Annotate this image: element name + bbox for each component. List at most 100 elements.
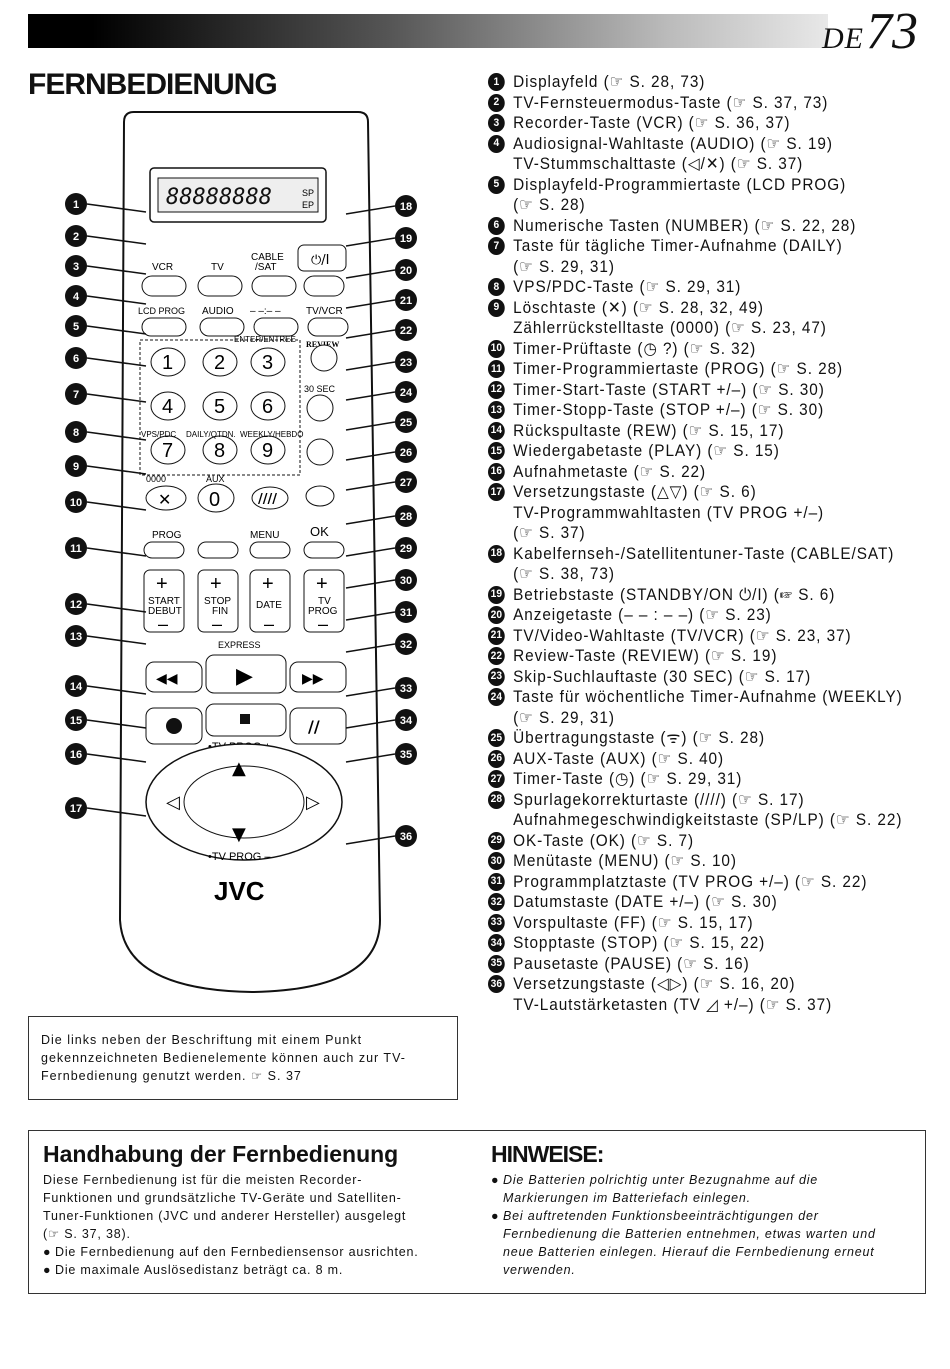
legend-item: 29 OK-Taste (OK) (☞ S. 7) [488, 831, 907, 852]
callout-leader [345, 643, 396, 653]
legend-number-badge: 27 [488, 770, 505, 788]
svg-text:+: + [156, 573, 168, 595]
number-key-label: 2 [214, 352, 225, 374]
svg-text:START: START [148, 596, 180, 607]
number-key[interactable] [250, 435, 286, 465]
callout-number: 3 [73, 261, 79, 273]
number-key-label: 7 [162, 440, 173, 462]
callout-leader [345, 421, 396, 431]
callout-leader [345, 237, 396, 247]
power-button [297, 244, 347, 272]
number-key[interactable] [150, 347, 186, 377]
callout-marker [65, 315, 87, 337]
legend-text: Wiedergabetaste (PLAY) (☞ S. 15) [513, 442, 780, 460]
notes-bullet: ● Die Batterien polrichtig unter Bezugna… [491, 1173, 819, 1205]
callout-leader [86, 357, 147, 367]
legend-text: Stopptaste (STOP) (☞ S. 15, 22) [513, 934, 766, 952]
callout-number: 2 [73, 231, 79, 243]
legend-text: VPS/PDC-Taste (☞ S. 29, 31) [513, 278, 742, 296]
legend-text: Aufnahmetaste (☞ S. 22) [513, 462, 707, 481]
callout-number: 28 [400, 511, 412, 523]
svg-text:•TV PROG –: •TV PROG – [208, 851, 271, 863]
legend-text: Skip-Suchlauftaste (30 SEC) (☞ S. 17) [513, 667, 812, 686]
callout-leader [86, 501, 147, 511]
legend-item: 22 Review-Taste (REVIEW) (☞ S. 19) [488, 646, 907, 667]
callout-leader [345, 481, 396, 491]
legend-text: (☞ S. 28) [513, 196, 586, 214]
legend-text: Kabelfernseh-/Satellitentuner-Taste (CAB… [513, 544, 895, 563]
legend-number-badge: 21 [488, 626, 505, 645]
legend-text: Review-Taste (REVIEW) (☞ S. 19) [513, 647, 778, 665]
svg-text:CABLE: CABLE [251, 252, 284, 263]
svg-text:PROG: PROG [152, 530, 182, 541]
legend-text: Programmplatztaste (TV PROG +/–) (☞ S. 2… [513, 872, 868, 891]
callout-leader [345, 269, 396, 279]
callout-leader [345, 515, 396, 525]
callout-leader [345, 329, 396, 339]
lcd-prog-button [141, 317, 187, 337]
legend-number-badge: 32 [488, 893, 505, 911]
callout-marker [395, 471, 417, 493]
callout-number: 27 [400, 477, 412, 489]
legend-number-badge: 36 [488, 975, 505, 993]
legend-text: Betriebstaste (STANDBY/ON ⏻/I) (☞ S. 6) [513, 585, 836, 604]
number-key[interactable] [202, 391, 238, 421]
callout-marker [395, 195, 417, 217]
transmit-button [306, 438, 334, 466]
legend-text: TV-Fernsteuermodus-Taste (☞ S. 37, 73) [513, 93, 829, 112]
callout-marker [65, 347, 87, 369]
callout-number: 21 [400, 295, 412, 307]
legend-text: Datumstaste (DATE +/–) (☞ S. 30) [513, 893, 778, 911]
legend-text: Zählerrückstelltaste (0000) (☞ S. 23, 47… [513, 319, 827, 337]
callout-marker [395, 633, 417, 655]
callout-marker [395, 411, 417, 433]
svg-text:▶: ▶ [236, 664, 253, 689]
legend-number-badge: 22 [488, 647, 505, 665]
number-key-label: 4 [162, 396, 173, 418]
legend-number-badge: 26 [488, 749, 505, 768]
handling-bullet: ●Die Fernbedienung auf den Fernbediensen… [43, 1245, 419, 1259]
callout-number: 35 [400, 749, 412, 761]
legend-text: Übertragungstaste (ᯤ) (☞ S. 28) [513, 729, 766, 747]
callout-number: 9 [73, 461, 79, 473]
callout-marker [395, 351, 417, 373]
legend-text: OK-Taste (OK) (☞ S. 7) [513, 831, 694, 850]
number-key[interactable] [250, 347, 286, 377]
legend-number-badge: 29 [488, 831, 505, 850]
svg-text:EXPRESS: EXPRESS [218, 640, 261, 650]
callout-leader [345, 719, 396, 729]
tracking-button [251, 486, 289, 510]
legend-number-badge: 11 [488, 360, 505, 378]
legend-text: Taste für tägliche Timer-Aufnahme (DAILY… [513, 237, 843, 255]
number-key[interactable] [150, 391, 186, 421]
callout-marker [65, 421, 87, 443]
number-key[interactable] [202, 347, 238, 377]
callout-marker [65, 537, 87, 559]
svg-text:AUX: AUX [206, 474, 225, 484]
number-key[interactable] [150, 435, 186, 465]
svg-text:▲: ▲ [232, 758, 246, 779]
callout-leader [86, 393, 147, 403]
callout-marker [395, 569, 417, 591]
callout-leader [345, 205, 396, 215]
svg-text:FIN: FIN [212, 606, 228, 617]
number-key[interactable] [202, 435, 238, 465]
callout-leader [86, 295, 147, 305]
callout-number: 31 [400, 607, 412, 619]
number-key[interactable] [250, 391, 286, 421]
remote-control-illustration: 88888888 SP EP CABLE /SAT ⏻/I VCR TV LCD… [65, 111, 417, 994]
callout-number: 24 [400, 387, 413, 399]
callout-marker [65, 193, 87, 215]
